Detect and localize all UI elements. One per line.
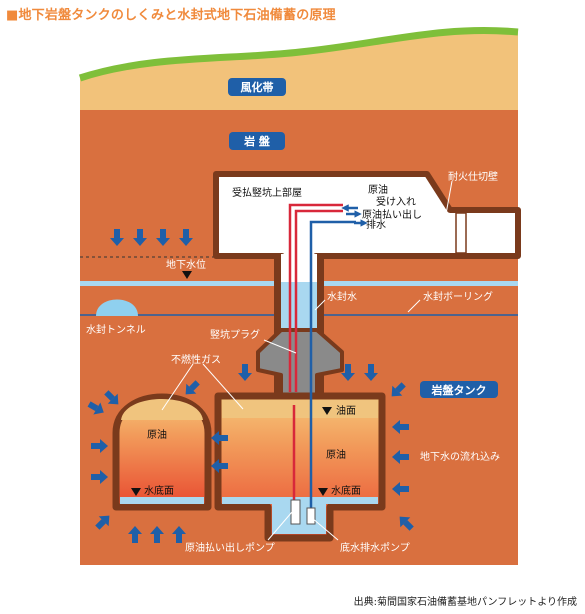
shaft-plug-label: 竪坑プラグ — [210, 328, 260, 341]
groundwater-level-marker-icon — [182, 271, 192, 279]
boring-leader — [407, 299, 421, 313]
crude-oil-left-label: 原油 — [147, 428, 167, 441]
groundwater-level-label: 地下水位 — [166, 258, 206, 271]
water-bottom-right-label: 水底面 — [331, 484, 361, 497]
bottom-water-pump — [306, 507, 316, 525]
inert-gas-leader-right — [202, 363, 244, 410]
fire-wall — [455, 212, 467, 254]
shaft-top-room-label: 受払竪坑上部屋 — [232, 186, 302, 199]
sealing-water-leader — [314, 299, 326, 311]
bottom-water-pump-label: 底水排水ポンプ — [340, 541, 410, 554]
page-title: ■地下岩盤タンクのしくみと水封式地下石油備蓄の原理 — [6, 8, 336, 23]
water-bottom-left-label: 水底面 — [144, 484, 174, 497]
water-seal-boring-label: 水封ボーリング — [423, 290, 493, 303]
rock-tank-badge — [420, 381, 498, 398]
inert-gas-layer-right — [222, 400, 378, 418]
weathered-zone-label: 風化帯 — [241, 80, 274, 94]
weathered-zone — [80, 30, 518, 110]
crude-oil-receive-line-2: 受け入れ — [376, 196, 416, 208]
discharge-pump-leader — [267, 511, 293, 541]
water-bottom-left — [120, 497, 204, 504]
weathered-zone-badge — [228, 78, 286, 96]
groundwater-inflow-label: 地下水の流れ込み — [420, 450, 500, 463]
crude-oil-receive-label: 原油 受け入れ — [368, 183, 416, 208]
crude-oil-ship-label: 原油払い出し — [362, 208, 422, 221]
inert-gas-label: 不燃性ガス — [171, 353, 221, 366]
hill-surface — [78, 26, 519, 82]
receive-pipe-red-1 — [288, 203, 343, 392]
water-seal-tunnel-label: 水封トンネル — [86, 323, 146, 336]
rock-tank-label: 岩盤タンク — [431, 383, 487, 397]
discharge-pump — [290, 499, 301, 525]
bottom-pump-leader — [311, 517, 339, 541]
drainage-pipe-blue — [309, 220, 356, 520]
plug-leader — [263, 339, 297, 354]
oil-surface-marker-icon — [322, 407, 332, 415]
fire-wall-leader — [445, 180, 453, 215]
water-seal-tunnel-icon — [96, 299, 138, 316]
water-bottom-marker-left-icon — [131, 488, 141, 496]
bedrock-label: 岩 盤 — [243, 134, 271, 148]
crude-oil-right-label: 原油 — [326, 448, 346, 461]
water-bottom-marker-right-icon — [318, 488, 328, 496]
rock-tank-left — [112, 393, 212, 511]
source-credit: 出典:菊間国家石油備蓄基地パンフレットより作成 — [353, 597, 577, 608]
discharge-pump-label: 原油払い出しポンプ — [185, 541, 275, 554]
oil-surface-label: 油面 — [336, 404, 356, 417]
bedrock-badge — [229, 132, 285, 150]
receive-pipe-red-2 — [294, 209, 343, 392]
inert-gas-leader-left — [161, 363, 194, 411]
crude-oil-receive-line-1: 原油 — [368, 183, 388, 196]
fire-wall-label: 耐火仕切壁 — [448, 170, 498, 183]
sealing-water-label: 水封水 — [327, 290, 357, 303]
drainage-label: 排水 — [366, 218, 386, 231]
